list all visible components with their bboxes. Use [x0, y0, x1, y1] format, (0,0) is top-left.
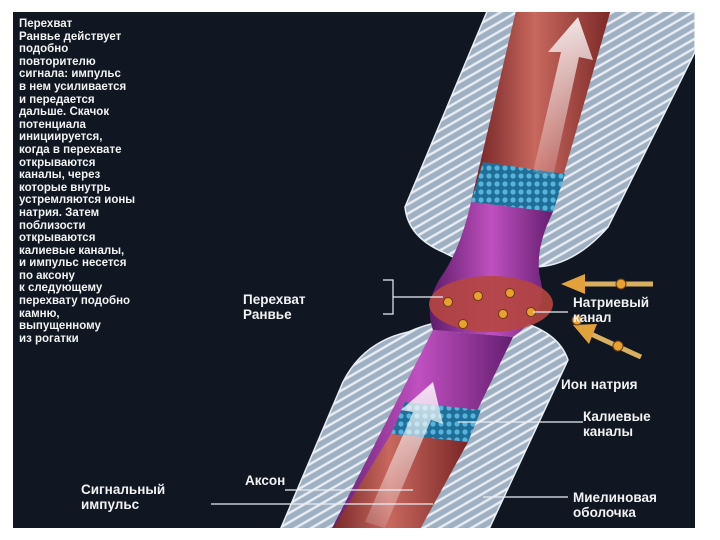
signal-arrow-upper: [533, 17, 593, 177]
diagram-panel: Перехват Ранвье действует подобно повтор…: [13, 12, 695, 528]
node-of-ranvier-segment: [429, 202, 553, 337]
description-caption: Перехват Ранвье действует подобно повтор…: [19, 18, 136, 345]
label-signal-impulse: Сигнальный импульс: [81, 482, 166, 512]
signal-arrow-lower: [365, 382, 443, 528]
label-axon: Аксон: [245, 473, 286, 488]
label-node-of-ranvier: Перехват Ранвье: [243, 292, 306, 322]
label-sodium-ion: Ион натрия: [561, 377, 638, 392]
label-sodium-channel: Натриевый канал: [573, 295, 650, 325]
neuron-illustration: [211, 12, 695, 528]
label-potassium-channels: Калиевые каналы: [583, 409, 651, 439]
sodium-inflow-arrows: [561, 274, 653, 360]
label-myelin-sheath: Миелиновая оболочка: [573, 490, 657, 520]
leader-lines: [211, 279, 583, 505]
sodium-ions-in-node: [443, 288, 536, 329]
